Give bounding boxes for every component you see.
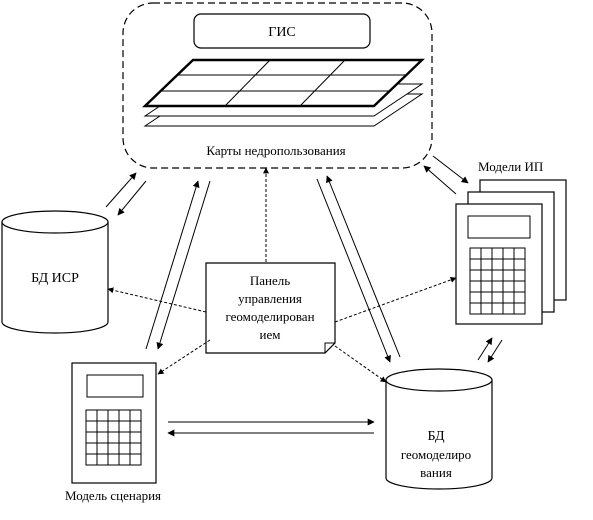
arrow-models-to-gis: [423, 165, 457, 195]
control-panel-note: Панель управления геомоделирован ием: [205, 262, 336, 354]
gis-title-box: [193, 13, 371, 49]
arrow-gis-to-db-geo: [316, 178, 391, 363]
db-isr-label: БД ИСР: [31, 271, 79, 286]
models-ip-stack: Модели ИП: [455, 159, 567, 325]
db-geo-line-2: геомоделиро: [401, 447, 471, 462]
dotted-arrow-to-scenario: [157, 339, 211, 375]
keypad-grid: [85, 409, 142, 466]
keypad-grid: [469, 247, 526, 315]
gis-title: ГИС: [268, 25, 296, 40]
dotted-arrow-to-models: [334, 277, 457, 323]
arrow-gis-to-scenario: [156, 180, 211, 350]
dotted-arrow-to-db-geo: [334, 345, 387, 383]
gis-region: ГИС Карты недропользования: [122, 2, 433, 169]
db-geo-line-3: вания: [420, 465, 452, 480]
arrow-db-geo-to-models: [477, 337, 493, 361]
connectors-dotted: [107, 167, 457, 383]
control-panel-line-2: управления: [238, 291, 302, 306]
maps-label: Карты недропользования: [206, 143, 345, 158]
arrow-db-geo-to-gis: [326, 175, 401, 358]
db-geo-cylinder: БД геомоделиро вания: [385, 368, 493, 490]
gis-dashed-border: [122, 2, 433, 169]
arrow-db-isr-to-gis: [105, 172, 137, 208]
scenario-model-label: Модель сценария: [65, 488, 161, 503]
models-ip-label: Модели ИП: [478, 159, 543, 174]
control-panel-line-4: ием: [260, 327, 281, 342]
arrow-scenario-to-gis: [145, 180, 200, 350]
control-panel-line-3: геомоделирован: [225, 309, 314, 324]
db-isr-cylinder: БД ИСР: [1, 210, 109, 334]
arrow-gis-to-db-isr: [117, 180, 147, 216]
db-geo-line-1: БД: [427, 429, 445, 444]
connectors-solid: [105, 155, 503, 437]
scenario-model: Модель сценария: [65, 362, 161, 503]
control-panel-line-1: Панель: [250, 273, 290, 288]
map-layers-icon: [142, 58, 425, 127]
arrow-gis-to-models: [432, 155, 469, 184]
arrow-models-to-db-geo: [487, 339, 503, 363]
dotted-arrow-to-db-isr: [107, 287, 207, 313]
